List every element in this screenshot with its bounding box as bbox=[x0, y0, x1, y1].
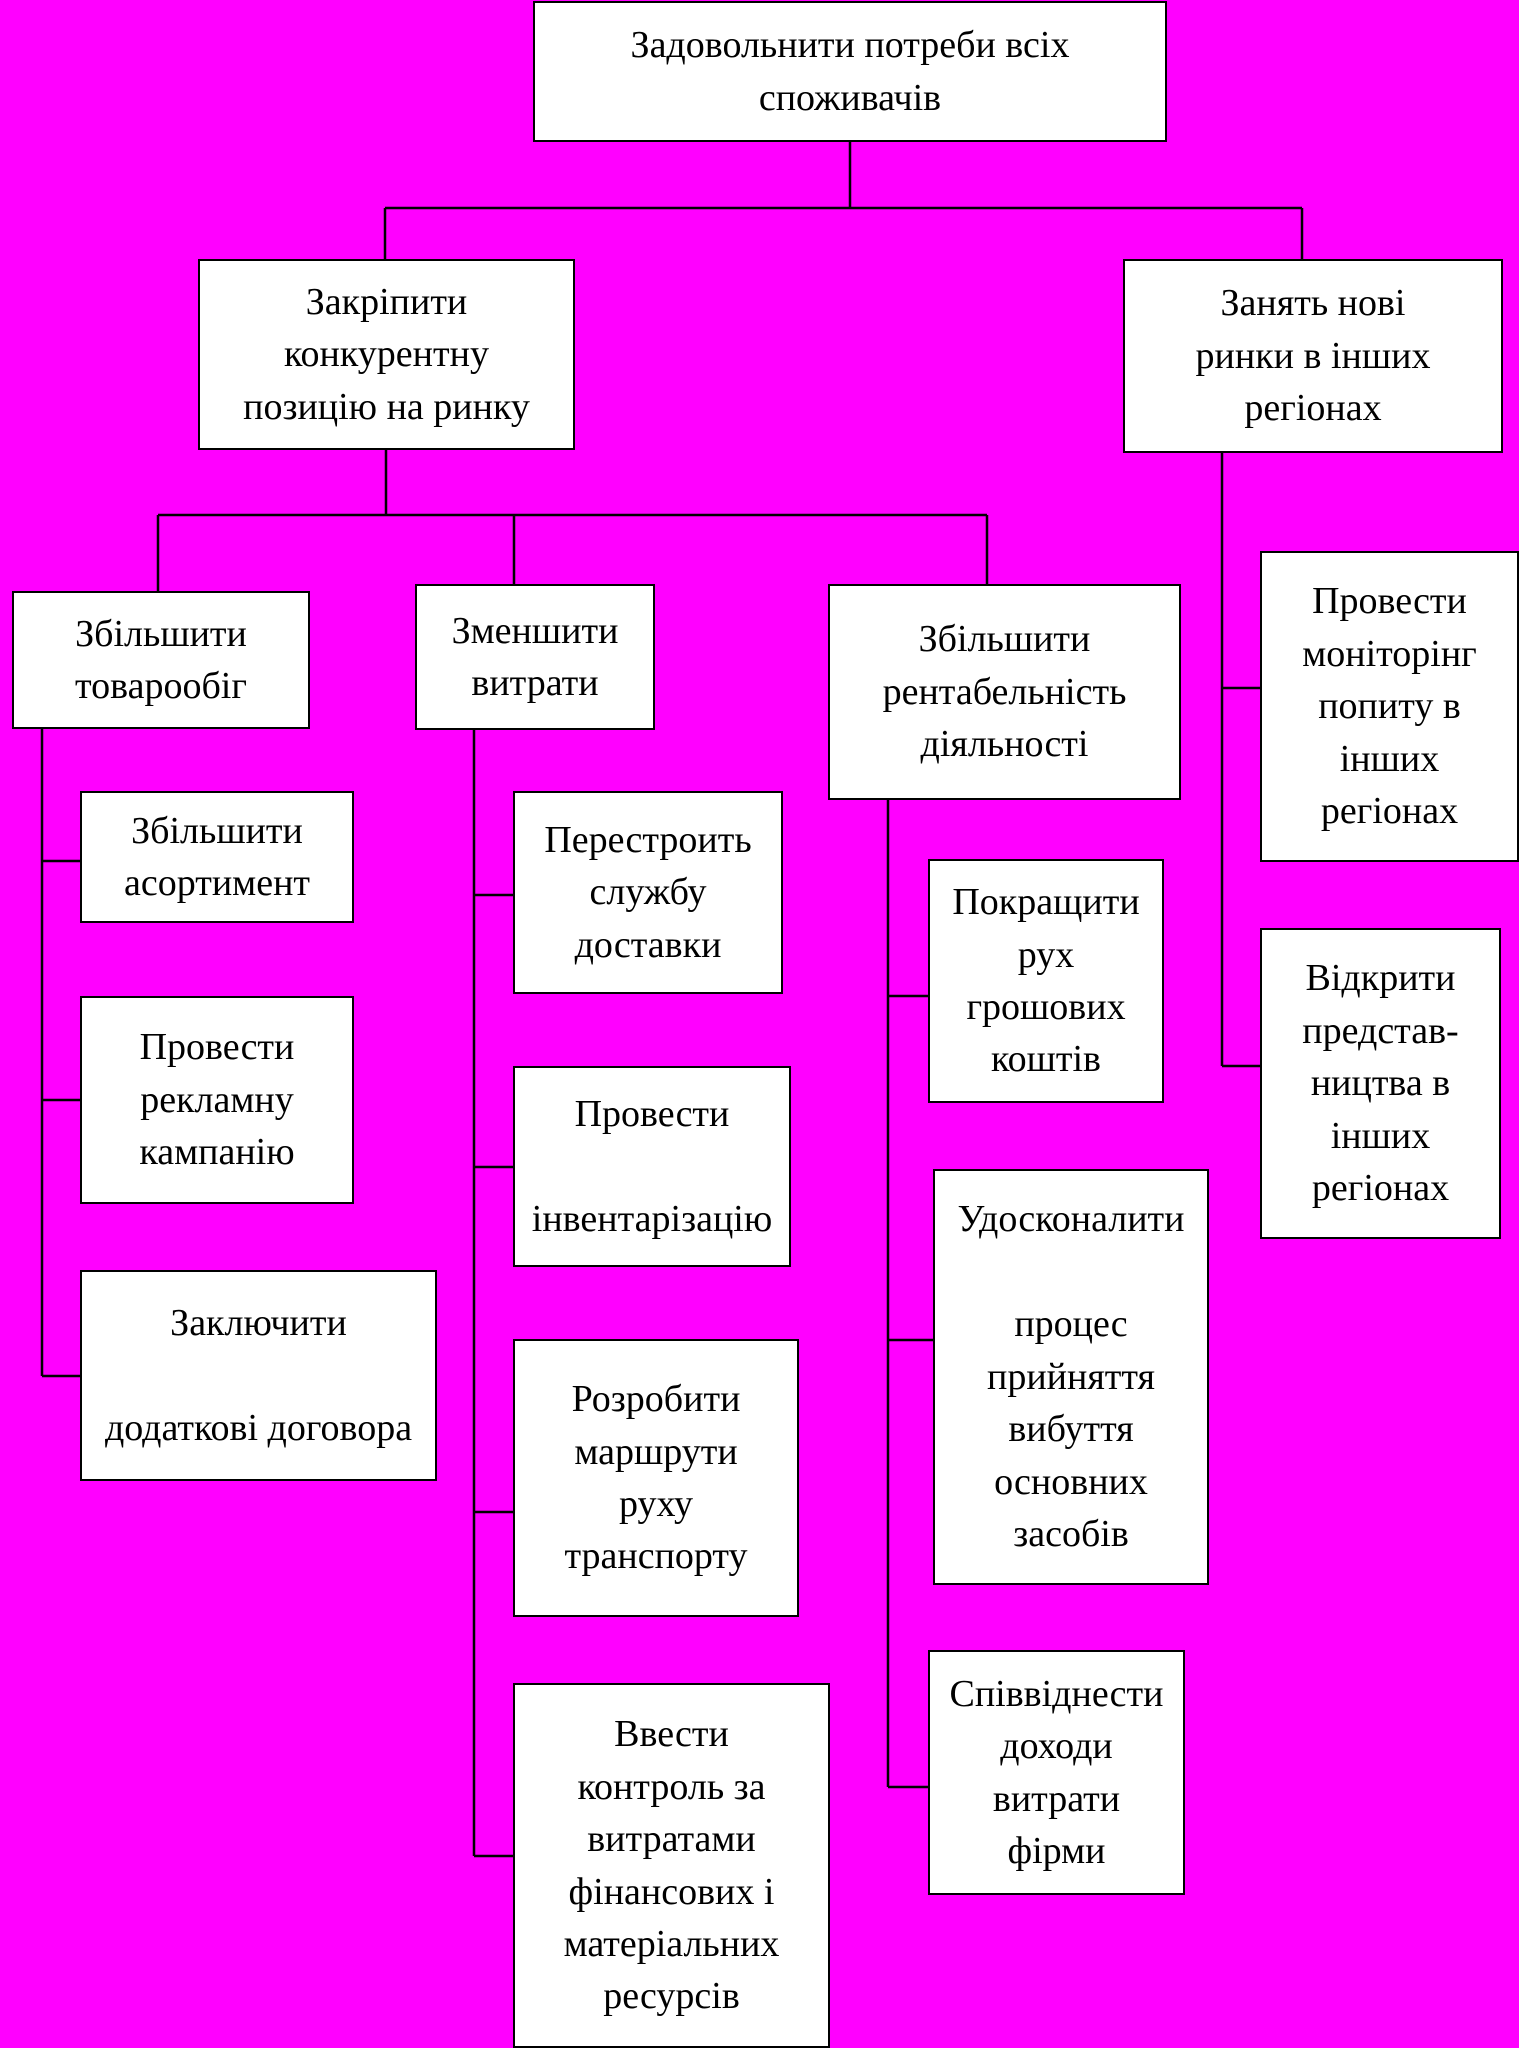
node-reduce-costs: Зменшити витрати bbox=[415, 584, 655, 730]
node-new-markets: Занять нові ринки в інших регіонах bbox=[1123, 259, 1503, 453]
node-reduce-costs-label: Зменшити витрати bbox=[451, 609, 619, 704]
node-increase-turnover-label: Збільшити товарообіг bbox=[75, 612, 247, 707]
node-demand-monitoring: Провести моніторінг попиту в інших регіо… bbox=[1260, 551, 1519, 862]
node-root-label: Задовольнити потреби всіх споживачів bbox=[630, 24, 1070, 119]
node-open-offices-label: Відкрити представ- ництва в інших регіон… bbox=[1302, 957, 1459, 1210]
node-routes: Розробити маршрути руху транспорту bbox=[513, 1339, 799, 1617]
node-fixed-assets: Удосконалити процес прийняття вибуття ос… bbox=[933, 1169, 1209, 1585]
node-assortment: Збільшити асортимент bbox=[80, 791, 354, 923]
node-contracts: Заключити додаткові договора bbox=[80, 1270, 437, 1481]
node-assortment-label: Збільшити асортимент bbox=[123, 809, 311, 904]
node-cost-control-label: Ввести контроль за витратами фінансових … bbox=[563, 1713, 780, 2018]
node-cost-control: Ввести контроль за витратами фінансових … bbox=[513, 1683, 830, 2048]
node-profitability: Збільшити рентабельність діяльності bbox=[828, 584, 1181, 800]
node-inventory-label: Провести інвентарізацію bbox=[531, 1092, 773, 1240]
node-inventory: Провести інвентарізацію bbox=[513, 1066, 791, 1267]
node-cash-flow: Покращити рух грошових коштів bbox=[928, 859, 1164, 1103]
node-root: Задовольнити потреби всіх споживачів bbox=[533, 1, 1167, 142]
node-advertising-label: Провести рекламну кампанію bbox=[139, 1026, 295, 1174]
node-delivery: Перестроить службу доставки bbox=[513, 791, 783, 994]
node-income-costs-label: Співвіднести доходи витрати фірми bbox=[949, 1672, 1164, 1872]
node-increase-turnover: Збільшити товарообіг bbox=[12, 591, 310, 729]
node-competitive-position: Закріпити конкурентну позицію на ринку bbox=[198, 259, 575, 450]
node-open-offices: Відкрити представ- ництва в інших регіон… bbox=[1260, 928, 1501, 1239]
node-competitive-position-label: Закріпити конкурентну позицію на ринку bbox=[243, 280, 530, 428]
node-contracts-label: Заключити додаткові договора bbox=[104, 1301, 413, 1449]
node-advertising: Провести рекламну кампанію bbox=[80, 996, 354, 1204]
node-cash-flow-label: Покращити рух грошових коштів bbox=[952, 881, 1140, 1081]
node-routes-label: Розробити маршрути руху транспорту bbox=[564, 1378, 748, 1578]
node-profitability-label: Збільшити рентабельність діяльності bbox=[882, 618, 1127, 766]
node-demand-monitoring-label: Провести моніторінг попиту в інших регіо… bbox=[1302, 580, 1477, 833]
node-income-costs: Співвіднести доходи витрати фірми bbox=[928, 1650, 1185, 1895]
node-delivery-label: Перестроить службу доставки bbox=[544, 818, 752, 966]
node-fixed-assets-label: Удосконалити процес прийняття вибуття ос… bbox=[957, 1198, 1185, 1556]
node-new-markets-label: Занять нові ринки в інших регіонах bbox=[1195, 282, 1431, 430]
